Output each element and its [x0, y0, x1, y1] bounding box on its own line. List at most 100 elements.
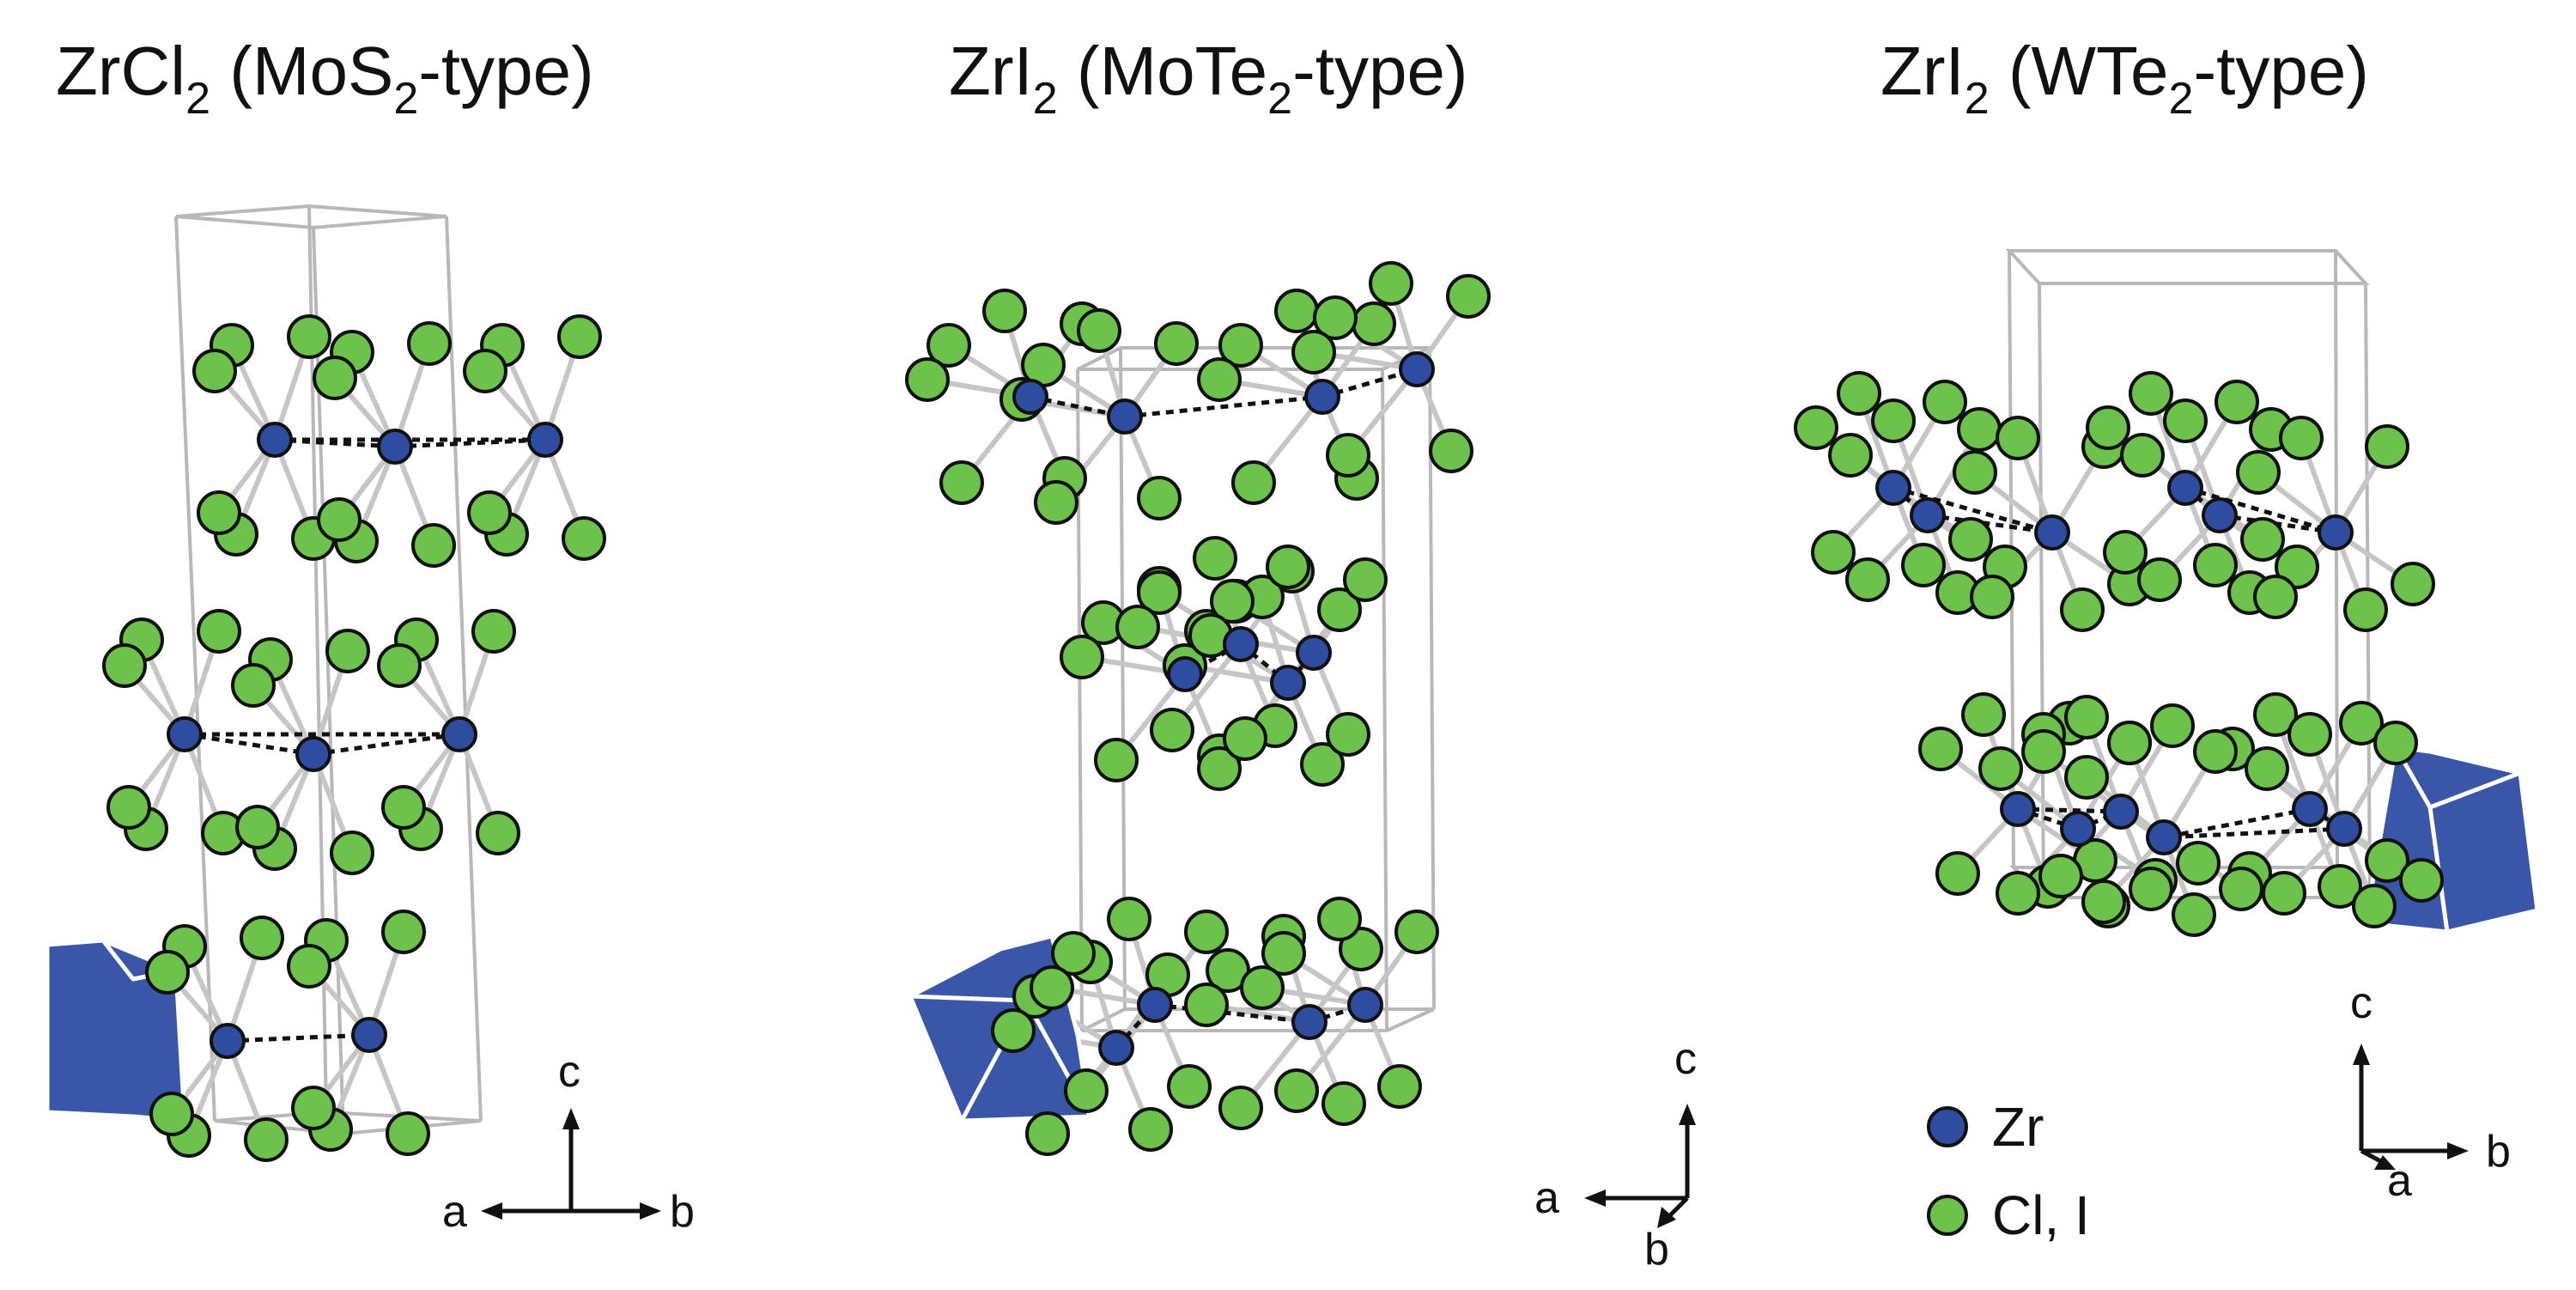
halide-atom: [1394, 910, 1439, 954]
halide-atom: [1326, 433, 1370, 478]
halide-atom: [377, 643, 422, 688]
halide-atom: [1996, 871, 2040, 916]
zr-zr-bond: [1239, 642, 1290, 685]
halide-atom: [2365, 838, 2409, 883]
halide-atom: [1828, 433, 1873, 478]
panel-3-structure: c b a Zr Cl, I: [1794, 249, 2540, 1246]
halide-atom: [1184, 983, 1229, 1027]
halide-atom: [982, 289, 1027, 333]
halide-atom: [1154, 321, 1199, 366]
halide-atom: [287, 944, 331, 989]
halide-atom: [1446, 274, 1491, 319]
halide-atom: [1948, 517, 1993, 562]
zr-atom: [2318, 514, 2354, 551]
halide-atom: [1961, 692, 2006, 737]
zr-atom: [351, 1017, 387, 1053]
halide-atom: [2086, 405, 2130, 450]
halide-atom: [197, 609, 241, 654]
zr-atom: [2292, 791, 2328, 827]
zr-atom: [1875, 470, 1911, 506]
zr-atom: [1296, 635, 1332, 671]
halide-atom: [1321, 1081, 1366, 1126]
halide-atom: [557, 314, 602, 359]
halide-atom: [2193, 543, 2238, 587]
halide-atom: [2318, 864, 2362, 909]
halide-atom: [467, 490, 512, 535]
halide-atom: [2176, 841, 2221, 885]
zr-atom: [1291, 1004, 1327, 1040]
halide-atom: [1197, 746, 1242, 791]
halide-atom: [1060, 635, 1104, 679]
halide-atom: [1317, 587, 1362, 632]
halide-atom: [317, 497, 361, 542]
halide-atom: [1064, 1068, 1109, 1113]
halide-atom: [1051, 931, 1096, 976]
zr-atom: [2103, 794, 2139, 830]
halide-atom: [2287, 712, 2332, 757]
halide-atom: [2120, 433, 2165, 478]
halide-atom: [2399, 858, 2444, 903]
zr-atom: [2000, 791, 2036, 827]
halide-atom: [1274, 289, 1319, 333]
halide-atom: [2129, 867, 2173, 911]
halide-atom: [2021, 729, 2066, 774]
halide-atom: [1218, 1086, 1263, 1130]
halide-atom: [2107, 721, 2152, 765]
halide-atom: [330, 831, 374, 875]
halide-atom: [2236, 450, 2281, 495]
halide-atom: [386, 1111, 430, 1156]
halide-atom: [1218, 323, 1263, 368]
zr-zr-bond: [2163, 826, 2345, 840]
halide-atom: [1261, 931, 1306, 976]
halide-atom: [562, 516, 606, 561]
zr-atom: [1304, 379, 1340, 415]
axis-indicator: c a b: [442, 1047, 695, 1237]
zr-atom: [2146, 819, 2182, 855]
halide-atom: [1266, 545, 1310, 589]
halide-atom: [2219, 867, 2263, 911]
halide-atom: [2262, 871, 2306, 916]
halide-atom: [149, 1092, 194, 1136]
halide-atom: [325, 629, 370, 673]
halide-atom: [235, 805, 280, 849]
zr-atom: [1107, 399, 1143, 435]
zr-atom: [167, 716, 203, 752]
halide-atom: [240, 916, 284, 960]
halide-atom: [939, 460, 984, 505]
halide-atom: [2253, 692, 2298, 737]
halide-atom: [2064, 755, 2109, 800]
axis-a-label: a: [442, 1187, 467, 1237]
zr-atom: [377, 429, 413, 465]
halide-atom: [2193, 729, 2238, 774]
axis-a-label: a: [2387, 1156, 2412, 1206]
halide-atom: [313, 356, 357, 400]
zr-atom: [1270, 665, 1306, 701]
halide-atom: [2064, 695, 2109, 739]
zr-zr-bonds: [184, 437, 546, 1044]
zr-zr-bond: [1154, 1002, 1310, 1025]
zr-atom: [2167, 470, 2203, 506]
halide-atom: [2391, 562, 2435, 606]
halide-atom: [231, 663, 276, 708]
halide-atom: [381, 910, 426, 954]
halide-atom: [1901, 543, 1946, 587]
axis-c-label: c: [558, 1047, 580, 1097]
panel-1-structure: c a b: [45, 204, 695, 1237]
halide-atom: [2215, 380, 2259, 424]
halide-atom: [1291, 330, 1336, 374]
zr-atom: [2326, 811, 2362, 847]
zr-zr-bond: [313, 732, 460, 757]
halide-atom: [1240, 965, 1285, 1010]
halide-atom: [1223, 716, 1267, 761]
zr-atom: [1012, 379, 1048, 415]
halide-atom: [1343, 557, 1388, 602]
zr-zr-bond: [1183, 642, 1242, 677]
halide-atom: [102, 643, 147, 688]
halide-atom: [1794, 405, 1838, 450]
halide-atom: [1953, 450, 1997, 495]
halide-atom: [2373, 721, 2418, 765]
halide-atom: [2103, 530, 2148, 575]
halide-atom: [1923, 380, 1967, 424]
halide-atom: [1094, 738, 1139, 782]
halide-atom: [2150, 703, 2195, 748]
